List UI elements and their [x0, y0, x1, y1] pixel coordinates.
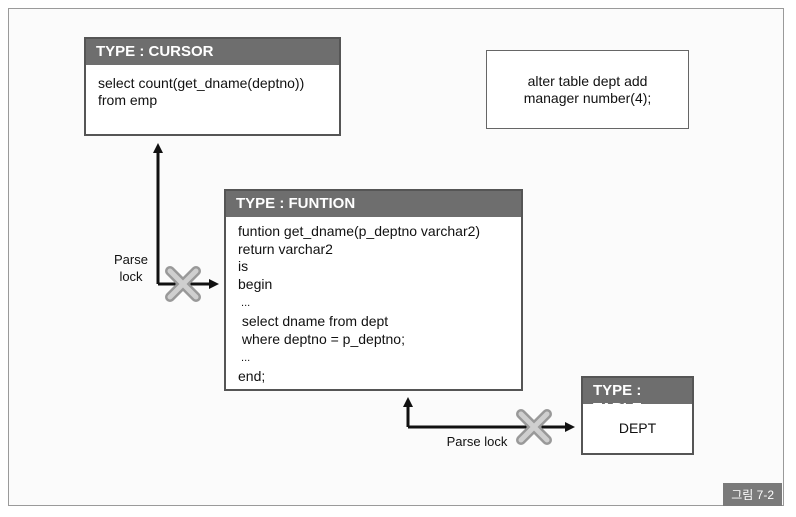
- alter-line: manager number(4);: [523, 90, 652, 106]
- code-line: ...: [238, 352, 251, 365]
- code-line: begin: [238, 275, 273, 292]
- function-box: TYPE : FUNTION funtion get_dname(p_deptn…: [224, 189, 523, 391]
- code-line: return varchar2: [238, 240, 333, 257]
- code-line: is: [238, 258, 249, 275]
- code-line: select dname from dept: [238, 312, 389, 329]
- figure-tag: 그림 7-2: [723, 483, 782, 506]
- cross-icon: [516, 409, 552, 445]
- cross-icon: [165, 266, 201, 302]
- function-box-title: TYPE : FUNTION: [226, 191, 521, 217]
- code-line: end;: [238, 367, 266, 384]
- table-box: TYPE : TABLE DEPT: [581, 376, 694, 455]
- cursor-box-title: TYPE : CURSOR: [86, 39, 339, 65]
- parse-lock-label-left: Parse lock: [114, 252, 148, 284]
- function-box-code: funtion get_dname(p_deptno varchar2) ret…: [226, 217, 521, 395]
- code-line: select count(get_dname(deptno)): [98, 75, 305, 91]
- code-line: ...: [238, 297, 251, 310]
- parse-lock-label-bottom: Parse lock: [446, 434, 508, 449]
- table-box-body: DEPT: [618, 420, 657, 436]
- code-line: where deptno = p_deptno;: [238, 330, 405, 347]
- alter-line: alter table dept add: [527, 73, 648, 89]
- cursor-box: TYPE : CURSOR select count(get_dname(dep…: [84, 37, 341, 136]
- alter-table-box: alter table dept add manager number(4);: [486, 50, 689, 129]
- code-line: funtion get_dname(p_deptno varchar2): [238, 223, 481, 239]
- table-box-title: TYPE : TABLE: [583, 378, 692, 417]
- cursor-box-code: select count(get_dname(deptno)) from emp: [86, 65, 339, 119]
- code-line: from emp: [98, 92, 158, 108]
